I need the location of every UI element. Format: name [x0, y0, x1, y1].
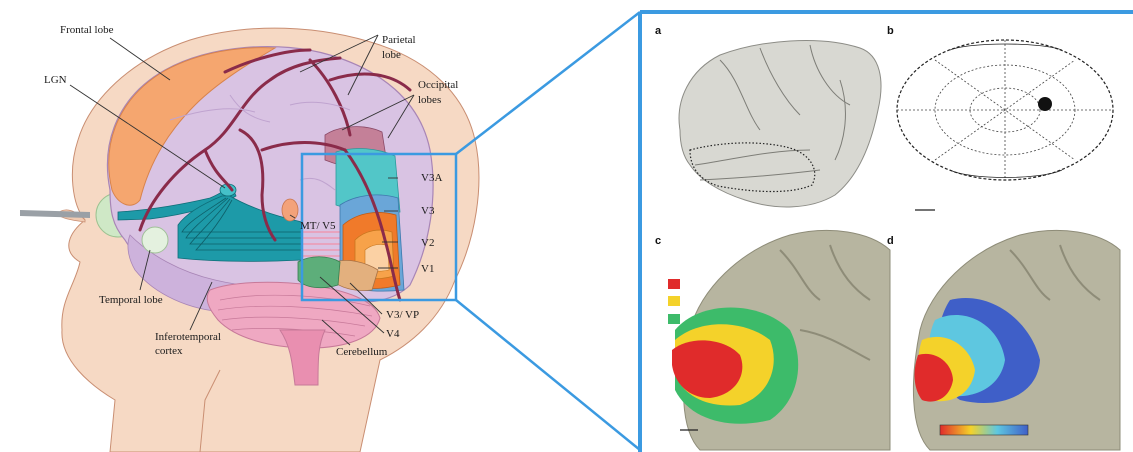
- field-map-bottom-bracket: [950, 170, 1062, 178]
- monkey-brain-a: [679, 41, 881, 207]
- legend-swatch-yellow: [668, 296, 680, 306]
- field-map-grid: [897, 40, 1113, 180]
- eccentricity-colorbar: [940, 425, 1028, 435]
- label-v2: V2: [421, 237, 434, 249]
- panel-d: d: [887, 230, 1120, 450]
- label-temporal-lobe: Temporal lobe: [99, 294, 163, 306]
- legend-swatch-red: [668, 279, 680, 289]
- panel-b: b: [887, 25, 1113, 210]
- label-v3a: V3A: [421, 172, 442, 184]
- label-lgn: LGN: [44, 74, 67, 86]
- panel-b-label: b: [887, 25, 894, 37]
- mt-v5-area: [282, 199, 298, 221]
- label-frontal-lobe: Frontal lobe: [60, 24, 114, 36]
- label-inferotemporal-2: cortex: [155, 345, 183, 357]
- label-cerebellum: Cerebellum: [336, 346, 388, 358]
- panel-c: c: [655, 230, 890, 450]
- label-v4: V4: [386, 328, 400, 340]
- callout-line-top: [456, 12, 640, 154]
- label-parietal-1: Parietal: [382, 34, 416, 46]
- label-v3-vp: V3/ VP: [386, 309, 419, 321]
- panel-a-label: a: [655, 25, 662, 37]
- v4-area: [298, 257, 340, 288]
- label-occipital-1: Occipital: [418, 79, 458, 91]
- panel-a: a: [655, 25, 881, 207]
- field-map-dot: [1038, 97, 1052, 111]
- head-illustration: [20, 28, 479, 452]
- label-parietal-2: lobe: [382, 49, 401, 61]
- label-v3: V3: [421, 205, 435, 217]
- temporal-lobe-marker: [142, 227, 168, 253]
- panel-d-label: d: [887, 235, 894, 247]
- callout-line-bottom: [456, 300, 640, 450]
- label-v1: V1: [421, 263, 434, 275]
- label-mt-v5: MT/ V5: [300, 220, 336, 232]
- label-occipital-2: lobes: [418, 94, 441, 106]
- legend-swatch-green: [668, 314, 680, 324]
- label-inferotemporal-1: Inferotemporal: [155, 331, 221, 343]
- panel-c-label: c: [655, 235, 661, 247]
